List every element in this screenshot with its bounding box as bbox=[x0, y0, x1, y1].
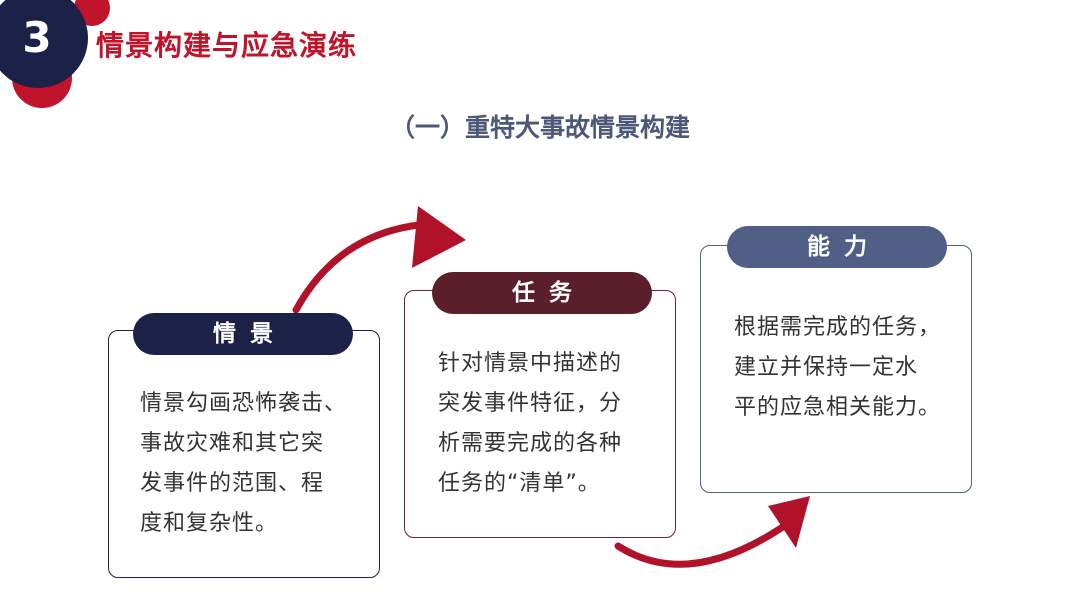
text-line: 任务的“清单”。 bbox=[438, 471, 601, 496]
text-line: 突发事件特征，分 bbox=[438, 391, 623, 416]
card-task bbox=[404, 290, 676, 538]
slide-title: 情景构建与应急演练 bbox=[96, 29, 358, 62]
text-line: 平的应急相关能力。 bbox=[734, 395, 942, 420]
text-line: 发事件的范围、程 bbox=[140, 471, 325, 496]
section-subtitle: （一）重特大事故情景构建 bbox=[389, 113, 690, 142]
text-line: 根据需完成的任务， bbox=[734, 315, 942, 340]
card-capability-label: 能力 bbox=[727, 226, 947, 268]
card-task-text: 针对情景中描述的 突发事件特征，分 析需要完成的各种 任务的“清单”。 bbox=[438, 344, 668, 504]
text-line: 情景勾画恐怖袭击、 bbox=[140, 391, 348, 416]
corner-decoration bbox=[0, 0, 110, 108]
section-number: 3 bbox=[22, 13, 52, 62]
text-line: 建立并保持一定水 bbox=[734, 355, 919, 380]
card-capability-text: 根据需完成的任务， 建立并保持一定水 平的应急相关能力。 bbox=[734, 308, 966, 428]
card-capability bbox=[700, 245, 972, 493]
card-scenario-text: 情景勾画恐怖袭击、 事故灾难和其它突 发事件的范围、程 度和复杂性。 bbox=[140, 384, 370, 544]
text-line: 针对情景中描述的 bbox=[438, 351, 623, 376]
card-scenario-label: 情景 bbox=[133, 313, 353, 355]
card-task-label: 任务 bbox=[432, 272, 652, 314]
text-line: 事故灾难和其它突 bbox=[140, 431, 325, 456]
text-line: 析需要完成的各种 bbox=[438, 431, 623, 456]
text-line: 度和复杂性。 bbox=[140, 511, 279, 536]
